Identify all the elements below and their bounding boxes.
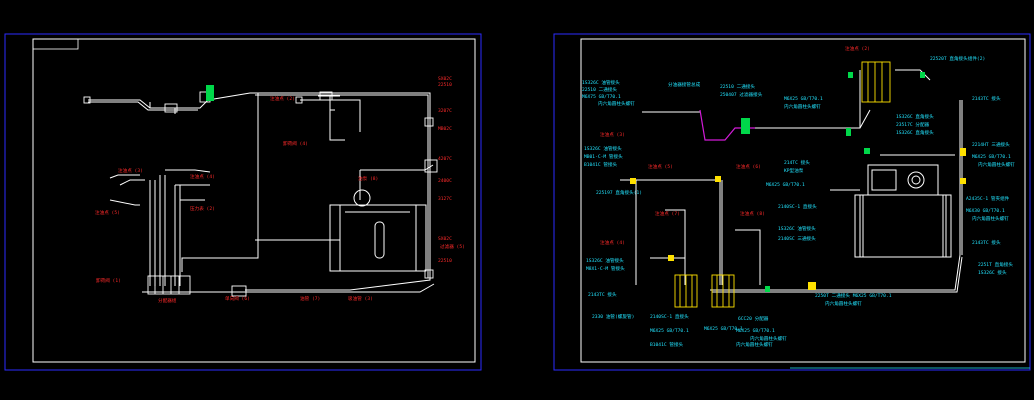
label-left-7: SX02C	[438, 236, 452, 242]
rt-mr-4: 1S326C 油管接头	[778, 225, 816, 232]
rt-lc-1: 1S326C 油管接头	[584, 145, 622, 152]
right-pipes	[620, 69, 963, 293]
left-pump-label: 油泵 (8)	[358, 175, 378, 182]
left-fittings	[83, 91, 438, 297]
left-sheet-frame	[32, 38, 476, 363]
rt-bp: 2250T 二通接头 M6X25 GB/T70.1	[815, 292, 892, 299]
left-pipe-label-2: 压力表 (2)	[190, 205, 215, 212]
rt-mr-3: 2140SC-1 直接头	[778, 203, 817, 210]
rt-b-3: B1041C 管接头	[650, 341, 684, 348]
left-outlet-3: 注油点 (3)	[118, 167, 143, 174]
rt-b-0: 2330 油管(螺旋管)	[592, 313, 634, 320]
left-sheet: SX02C 22510 3207C MB02C 4207C 2400C 3127…	[4, 33, 482, 371]
label-left-2: 3207C	[438, 108, 452, 114]
rt-b-7: M6X25 GB/T70.1	[736, 328, 775, 334]
rt-tl-1: 22510 二通接头	[582, 86, 617, 93]
left-pipe-label-4: 过滤器 (5)	[440, 243, 465, 250]
rt-tm-0: 22510 二通接头	[720, 83, 755, 90]
right-distributor-1	[674, 274, 698, 308]
left-outlet-5: 注油点 (5)	[95, 209, 120, 216]
right-sheet-frame	[580, 38, 1026, 363]
label-left-3: MB02C	[438, 126, 452, 132]
label-left-4: 4207C	[438, 156, 452, 162]
rt-tl-3: 内六角圆柱头螺钉	[598, 100, 635, 107]
rt-rc-6: 内六角圆柱头螺钉	[972, 215, 1009, 222]
rt-lc-2: MB01-C-M 管接头	[584, 153, 623, 160]
rt-b-1: 2140SC-1 直接头	[650, 313, 689, 320]
rt-rc-0: 2143TC 接头	[972, 95, 1001, 102]
rt-bp-sub: 内六角圆柱头螺钉	[825, 300, 862, 307]
rt-lc-7: M8X1-C-M 管接头	[586, 265, 625, 272]
rt-mr-5: 2140SC 三通接头	[778, 235, 816, 242]
rt-b-2: M6X25 GB/T70.1	[650, 328, 689, 334]
label-left-1b: 22510	[438, 82, 452, 88]
rt-lc-4: 225197 直角接头(1)	[596, 189, 642, 196]
rt-tr-3: 1S326C 直角接头	[896, 129, 934, 136]
right-sheet-border	[553, 33, 1031, 371]
right-distributor-3	[861, 61, 891, 103]
rt-rc-7: 2143TC 接头	[972, 239, 1001, 246]
rt-lc-0: 注油点 (3)	[600, 131, 625, 138]
left-green-valve	[206, 85, 214, 101]
rt-mr-0: 214TC 接头	[784, 159, 810, 166]
left-outlet-4: 注油点 (4)	[190, 173, 215, 180]
left-pump-unit	[329, 189, 427, 272]
rt-b-6: 6CC20 分配器	[738, 315, 769, 322]
rt-rc-5: M6X30 GB/T70.1	[966, 208, 1005, 214]
rt-rc-1: 2214HT 三通接头	[972, 141, 1010, 148]
rt-rc-8: 2251T 直角接头	[978, 261, 1013, 268]
rt-b-8: 内六角圆柱头螺钉	[750, 335, 787, 342]
rt-lc-5: 注油点 (4)	[600, 239, 625, 246]
left-distributor-block	[147, 275, 191, 295]
right-labels-cyan: 1S326C 油管接头 22510 二通接头 M6X75 GB/T70.1 内六…	[582, 55, 1015, 348]
left-bottom-1: 卸荷阀 (1)	[96, 277, 121, 284]
left-block-label: 分配器组	[158, 297, 177, 304]
right-distributor-2	[711, 274, 735, 308]
label-left-1: SX02C	[438, 76, 452, 82]
rt-tr-0: 22520T 直角接头组件(2)	[930, 55, 985, 62]
right-pump-unit	[854, 164, 952, 258]
label-left-6: 3127C	[438, 196, 452, 202]
left-title-box	[32, 38, 79, 50]
rt-mr-1: KP型油泵	[784, 167, 804, 174]
right-fittings	[630, 72, 966, 292]
rt-lc-6: 1S326C 油管接头	[586, 257, 624, 264]
rt-rc-9: 1S326C 接头	[978, 269, 1007, 276]
label-left-8: 22510	[438, 258, 452, 264]
rt-b-4: M6X25 GB/T70.1	[704, 326, 743, 332]
left-bottom-3: 油管 (7)	[300, 295, 320, 302]
left-pipe-label-1: 卸荷阀 (4)	[283, 140, 308, 147]
rt-tr-2: 23517C 分配器	[896, 121, 930, 128]
rt-b-5: 内六角圆柱头螺钉	[736, 341, 773, 348]
left-bottom-2: 单向阀 (6)	[225, 295, 250, 302]
right-labels-red: 注油点 (2) 注油点 (3) 注油点 (4) 注油点 (5) 注油点 (6) …	[600, 45, 870, 246]
rt-rc-4: A2435C-1 管夹组件	[966, 195, 1010, 202]
left-labels: SX02C 22510 3207C MB02C 4207C 2400C 3127…	[95, 76, 465, 304]
right-sheet: 1S326C 油管接头 22510 二通接头 M6X75 GB/T70.1 内六…	[553, 33, 1031, 371]
rt-tl-0: 1S326C 油管接头	[582, 79, 620, 86]
rt-lc-3: B1041C 管接头	[584, 161, 618, 168]
rt-c-3: 注油点 (8)	[740, 210, 765, 217]
rt-c-0: 注油点 (5)	[648, 163, 673, 170]
left-pipes	[88, 92, 435, 293]
rt-rc-3: 内六角圆柱头螺钉	[978, 161, 1015, 168]
rt-tm-2: M6X25 GB/T70.1	[784, 96, 823, 102]
rt-tm-head: 分油器接管总成	[668, 81, 701, 88]
rt-mr-2: M6X25 GB/T70.1	[766, 182, 805, 188]
rt-tr-1: 1S326C 直角接头	[896, 113, 934, 120]
left-outlet-2: 注油点 (2)	[270, 95, 295, 102]
rt-tm-3: 内六角圆柱头螺钉	[784, 103, 821, 110]
label-left-5: 2400C	[438, 178, 452, 184]
rt-lc-8: 2143TC 接头	[588, 291, 617, 298]
rt-rc-2: M6X25 GB/T70.1	[972, 154, 1011, 160]
rt-c-1: 注油点 (6)	[736, 163, 761, 170]
rt-c-2: 注油点 (7)	[655, 210, 680, 217]
left-sheet-border	[4, 33, 482, 371]
left-pipe-label-3: 吸油管 (3)	[348, 295, 373, 302]
rt-tm-1: 250407 过滤器接头	[720, 91, 763, 98]
rt-tl-2: M6X75 GB/T70.1	[582, 94, 621, 100]
rt-tr-head: 注油点 (2)	[845, 45, 870, 52]
